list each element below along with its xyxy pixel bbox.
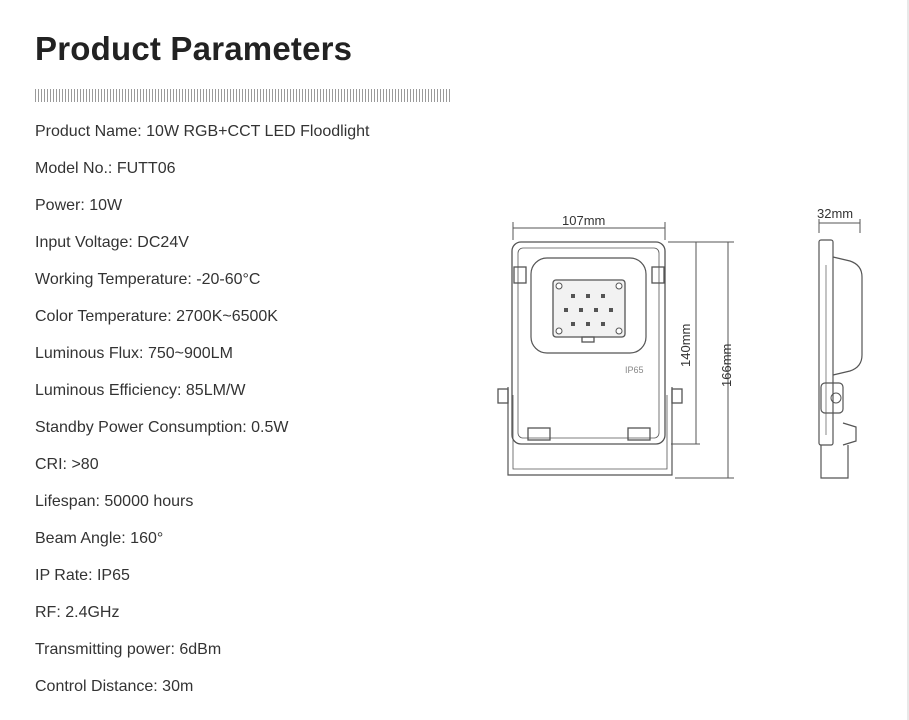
spec-item-ip-rate: IP Rate: IP65 <box>35 567 130 584</box>
floodlight-dimension-drawing: 107mm IP65 <box>497 206 863 479</box>
width-dimension <box>512 222 666 240</box>
spec-item-cri: CRI: >80 <box>35 456 99 473</box>
spec-item-input-voltage: Input Voltage: DC24V <box>35 234 189 251</box>
spec-list: Product Name: 10W RGB+CCT LED Floodlight… <box>35 122 370 714</box>
depth-label: 32mm <box>817 206 853 221</box>
page-edge-border <box>907 0 909 720</box>
spec-item-control-distance: Control Distance: 30m <box>35 678 194 695</box>
total-height-label: 166mm <box>719 344 734 387</box>
depth-dimension <box>818 219 861 233</box>
spec-item-standby-power: Standby Power Consumption: 0.5W <box>35 419 289 436</box>
spec-item-product-name: Product Name: 10W RGB+CCT LED Floodlight <box>35 123 370 140</box>
led-dots <box>564 294 613 326</box>
inner-height-label: 140mm <box>678 324 693 367</box>
spec-item-working-temperature: Working Temperature: -20-60°C <box>35 271 261 288</box>
height-dimensions <box>668 241 734 479</box>
screws <box>555 282 623 335</box>
spec-item-transmitting-power: Transmitting power: 6dBm <box>35 641 222 658</box>
width-label: 107mm <box>562 213 605 228</box>
spec-item-luminous-flux: Luminous Flux: 750~900LM <box>35 345 233 362</box>
page-title: Product Parameters <box>35 30 353 67</box>
spec-item-lifespan: Lifespan: 50000 hours <box>35 493 194 510</box>
spec-item-model-no: Model No.: FUTT06 <box>35 160 176 177</box>
spec-item-power: Power: 10W <box>35 197 123 214</box>
ip-rating-marking: IP65 <box>625 365 644 375</box>
decorative-divider <box>35 89 450 102</box>
spec-item-beam-angle: Beam Angle: 160° <box>35 530 164 547</box>
spec-item-luminous-efficiency: Luminous Efficiency: 85LM/W <box>35 382 246 399</box>
spec-item-color-temperature: Color Temperature: 2700K~6500K <box>35 308 278 325</box>
spec-item-rf: RF: 2.4GHz <box>35 604 120 621</box>
side-view <box>818 239 863 479</box>
front-view <box>497 241 683 476</box>
